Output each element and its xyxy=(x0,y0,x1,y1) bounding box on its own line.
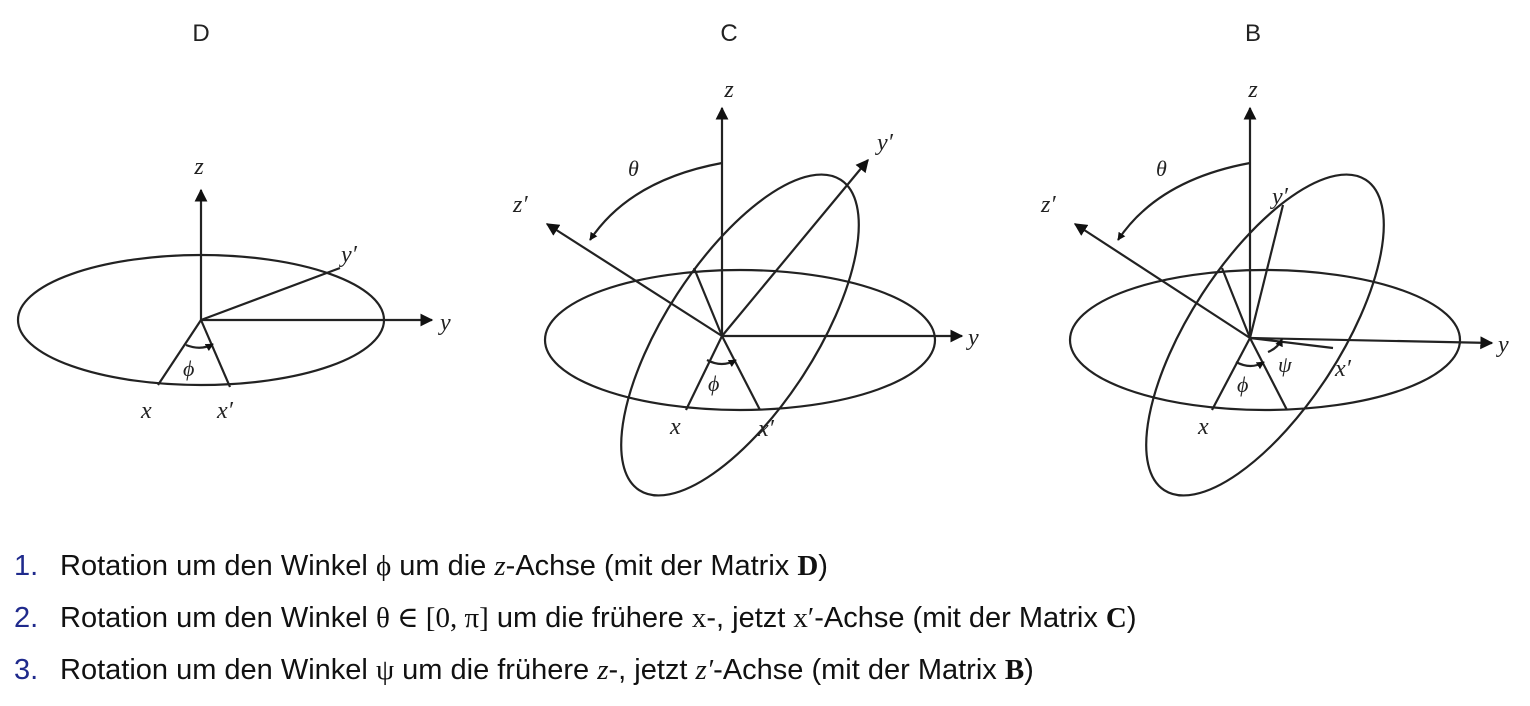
step-item: 3. Rotation um den Winkel ψ um die früher… xyxy=(14,644,1137,696)
z-label: z xyxy=(723,77,734,103)
step-item: 2. Rotation um den Winkel θ ∈ [0, π] um d… xyxy=(14,592,1137,644)
step-number: 3. xyxy=(14,654,39,686)
step-math: θ ∈ [0, π] xyxy=(375,602,489,634)
panel-c-heading: C xyxy=(720,20,737,47)
xy-plane-ellipse xyxy=(1068,268,1462,412)
zprime-label: z′ xyxy=(512,192,528,218)
step-text: ) xyxy=(818,550,828,582)
psi-angle-arc xyxy=(1267,338,1284,354)
xprime-axis-line xyxy=(199,319,232,388)
x-label: x xyxy=(1197,414,1209,440)
step-text: Rotation um den Winkel xyxy=(60,654,376,686)
step-number: 2. xyxy=(14,602,39,634)
xy-plane-ellipse xyxy=(543,268,937,412)
step-matrix: D xyxy=(797,550,819,582)
tilted-x-line xyxy=(1249,337,1288,411)
phi-label: ϕ xyxy=(183,356,194,381)
yprime-axis-line xyxy=(200,266,341,322)
step-math: ψ xyxy=(375,654,395,686)
yprime-axis-line xyxy=(1248,204,1285,339)
step-text: -, jetzt xyxy=(706,602,794,634)
y-axis-arrow xyxy=(1249,336,1494,350)
step-matrix: B xyxy=(1004,654,1025,686)
yprime-label: y′ xyxy=(875,130,894,156)
step-text: -, jetzt xyxy=(608,654,696,686)
x-axis-line xyxy=(1211,337,1251,411)
tilted-plane-ellipse xyxy=(1145,173,1385,497)
step-text: -Achse (mit der Matrix xyxy=(505,550,798,582)
theta-label: θ xyxy=(1156,156,1167,181)
y-label: y xyxy=(438,310,451,336)
zprime-axis-arrow xyxy=(1073,223,1251,339)
x-label: x xyxy=(140,398,152,424)
step-item: 1. Rotation um den Winkel ϕ um die z-Achs… xyxy=(14,540,1137,592)
panel-b-heading: B xyxy=(1245,20,1261,47)
step-text: um die frühere xyxy=(394,654,598,686)
step-text: -Achse (mit der Matrix xyxy=(814,602,1106,634)
theta-label: θ xyxy=(628,156,639,181)
rotation-steps-list: 1.Rotation um den Winkel ϕ um die z-Achs… xyxy=(14,540,1137,696)
z-label: z xyxy=(193,154,204,180)
step-matrix: C xyxy=(1105,602,1127,634)
step-text: Rotation um den Winkel xyxy=(60,602,376,634)
tilted-plane-ellipse xyxy=(620,173,860,497)
xprime-label: x′ xyxy=(757,416,775,442)
step-number: 1. xyxy=(14,550,39,582)
y-label: y xyxy=(1496,332,1509,358)
zprime-label: z′ xyxy=(1040,192,1056,218)
phi-angle-arc xyxy=(1235,361,1265,370)
theta-angle-arc xyxy=(1117,161,1251,241)
plane-line xyxy=(692,267,724,337)
yprime-axis-arrow xyxy=(721,158,869,337)
step-text: ) xyxy=(1126,602,1137,634)
y-label: y xyxy=(966,325,979,351)
step-text: ) xyxy=(1024,654,1034,686)
theta-angle-arc xyxy=(589,161,723,241)
phi-angle-arc xyxy=(185,343,214,352)
xprime-axis-line xyxy=(1249,336,1334,350)
panel-b: B z y′ z′ θ y ϕ ψ x′ x xyxy=(1040,20,1509,497)
step-math: z xyxy=(494,550,506,582)
step-math: z xyxy=(597,654,609,686)
step-math: x xyxy=(691,602,707,634)
step-math: x′ xyxy=(793,602,815,634)
yprime-label: y′ xyxy=(339,242,358,268)
xprime-label: x′ xyxy=(216,398,234,424)
step-text: Rotation um den Winkel xyxy=(60,550,376,582)
phi-label: ϕ xyxy=(1237,372,1248,397)
yprime-label: y′ xyxy=(1270,184,1289,210)
z-label: z xyxy=(1247,77,1258,103)
step-text: um die frühere xyxy=(488,602,692,634)
step-math: ϕ xyxy=(375,550,392,582)
phi-label: ϕ xyxy=(708,371,719,396)
zprime-axis-arrow xyxy=(545,223,723,337)
x-axis-line xyxy=(685,335,723,411)
xprime-axis-line xyxy=(721,335,761,411)
plane-line xyxy=(1220,267,1252,339)
xprime-label: x′ xyxy=(1334,356,1352,382)
x-axis-line xyxy=(157,319,202,386)
psi-label: ψ xyxy=(1278,352,1292,377)
step-text: -Achse (mit der Matrix xyxy=(713,654,1005,686)
panel-d-heading: D xyxy=(192,20,209,47)
panel-d: D z y y′ ϕ x x′ xyxy=(16,20,451,424)
step-math: z′ xyxy=(695,654,714,686)
step-text: um die xyxy=(391,550,495,582)
panel-c: C z y′ z′ θ y ϕ x x′ xyxy=(512,20,979,497)
phi-angle-arc xyxy=(706,359,737,368)
x-label: x xyxy=(669,414,681,440)
euler-rotation-figure: D z y y′ ϕ x x′ C z y′ z′ θ y ϕ x x′ xyxy=(16,20,1509,497)
